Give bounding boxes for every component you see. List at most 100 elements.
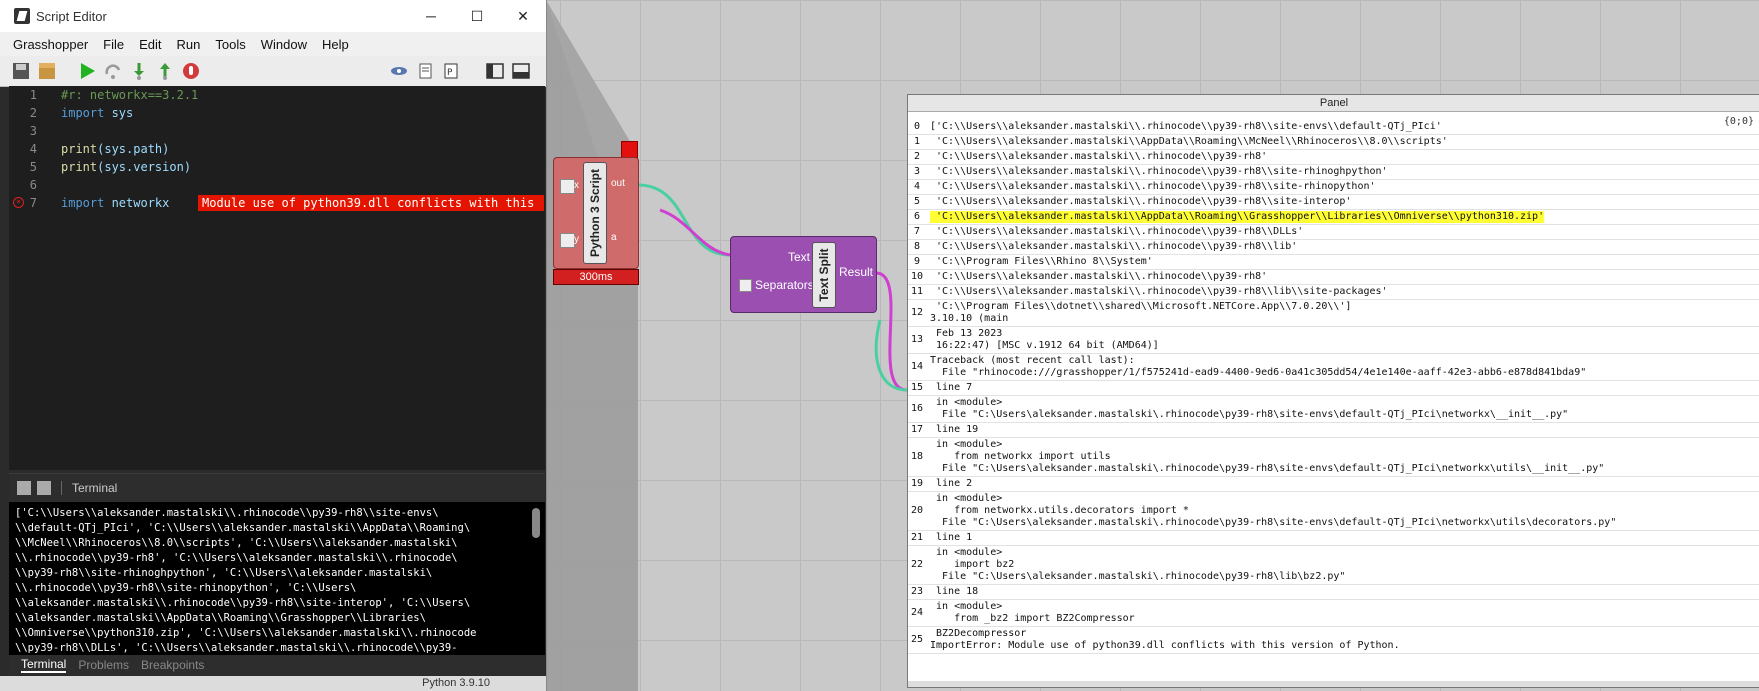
terminal-output[interactable]: ['C:\\Users\\aleksander.mastalski\\.rhin… (9, 502, 545, 655)
component-nickname: Python 3 Script (583, 162, 607, 264)
panel-row-index: 16 (910, 403, 924, 414)
panel-row-index: 18 (910, 451, 924, 462)
panel-data-path: {0;0} (1723, 116, 1754, 127)
menu-file[interactable]: File (103, 36, 125, 52)
output-out-label: out (611, 178, 625, 189)
panel-row-index: 14 (910, 361, 924, 372)
panel-row: 15 line 7 (908, 381, 1759, 396)
panel-row: 11 'C:\\Users\\aleksander.mastalski\\.rh… (908, 285, 1759, 300)
tab-problems[interactable]: Problems (78, 658, 130, 672)
input-x-port[interactable] (560, 179, 575, 194)
step-into-icon[interactable] (128, 60, 150, 82)
tab-breakpoints[interactable]: Breakpoints (141, 658, 205, 672)
close-button[interactable]: ✕ (517, 7, 529, 24)
warning-flag[interactable] (621, 141, 638, 158)
menu-run[interactable]: Run (176, 36, 201, 52)
bottom-tabs: Terminal Problems Breakpoints (9, 655, 545, 675)
title-bar[interactable]: Script Editor ─ ☐ ✕ (0, 0, 546, 32)
panel-row: 1 'C:\\Users\\aleksander.mastalski\\AppD… (908, 135, 1759, 150)
panel-row-text: in <module> import bz2 File "C:\Users\al… (936, 547, 1346, 582)
line-number: 6 (29, 178, 37, 192)
menu-edit[interactable]: Edit (139, 36, 162, 52)
component-nickname: Text Split (812, 242, 836, 308)
panel-row: 13 Feb 13 2023 16:22:47) [MSC v.1912 64 … (908, 327, 1759, 354)
inline-error-message: Module use of python39.dll conflicts wit… (198, 195, 544, 211)
menu-bar: Grasshopper File Edit Run Tools Window H… (0, 32, 546, 56)
panel-row: 24 in <module> from _bz2 import BZ2Compr… (908, 600, 1759, 627)
terminal-scrollbar[interactable] (532, 508, 540, 538)
window-title: Script Editor (36, 8, 107, 24)
terminal-header: Terminal (9, 473, 545, 502)
step-out-icon[interactable] (154, 60, 176, 82)
panel-row-text: line 1 (930, 532, 973, 543)
panel-row: 7 'C:\\Users\\aleksander.mastalski\\.rhi… (908, 225, 1759, 240)
panel-row-index: 10 (910, 271, 924, 282)
toolbar: P (0, 56, 546, 87)
panel-row: 5 'C:\\Users\\aleksander.mastalski\\.rhi… (908, 195, 1759, 210)
split-horizontal-icon[interactable] (510, 60, 532, 82)
panel-row-index: 21 (910, 532, 924, 543)
save-icon[interactable] (10, 60, 32, 82)
panel-row-index: 9 (913, 256, 921, 267)
panel-scrollbar[interactable] (908, 681, 1759, 687)
panel-row-text: in <module> from _bz2 import BZ2Compress… (936, 601, 1135, 624)
error-icon[interactable]: × (13, 197, 24, 208)
split-vertical-icon[interactable] (484, 60, 506, 82)
panel-row-text: in <module> from networkx.utils.decorato… (936, 493, 1617, 528)
panel-row: 0['C:\\Users\\aleksander.mastalski\\.rhi… (908, 120, 1759, 135)
panel-row-text: 'C:\\Users\\aleksander.mastalski\\.rhino… (930, 241, 1298, 252)
panel-row-text: ['C:\\Users\\aleksander.mastalski\\.rhin… (930, 121, 1442, 132)
minimize-button[interactable]: ─ (426, 8, 436, 24)
toolbar-separator (466, 60, 480, 82)
menu-grasshopper[interactable]: Grasshopper (13, 36, 89, 52)
run-icon[interactable] (76, 60, 98, 82)
panel-row-index: 1 (913, 136, 921, 147)
panel-row-index: 4 (913, 181, 921, 192)
panel-row: 21 line 1 (908, 531, 1759, 546)
code-text: import sys (61, 106, 134, 120)
copy-icon[interactable] (17, 481, 31, 495)
line-number: 1 (29, 88, 37, 102)
stop-icon[interactable] (180, 60, 202, 82)
panel-row-index: 24 (910, 607, 924, 618)
panel-row-text: 'C:\\Users\\aleksander.mastalski\\AppDat… (930, 136, 1448, 147)
runtime-badge: 300ms (553, 269, 639, 285)
line-number: 7 (29, 196, 37, 210)
panel-row-text: line 2 (930, 478, 973, 489)
separators-port[interactable] (739, 279, 752, 292)
package-icon[interactable] (36, 60, 58, 82)
terminal-title: Terminal (72, 481, 118, 495)
document-list-icon[interactable] (414, 60, 436, 82)
step-over-icon[interactable] (102, 60, 124, 82)
tab-terminal[interactable]: Terminal (21, 657, 67, 673)
panel-row-text: line 19 (930, 424, 979, 435)
menu-tools[interactable]: Tools (215, 36, 246, 52)
panel-row: 23 line 18 (908, 585, 1759, 600)
python3-script-component[interactable]: x y Python 3 Script out a (553, 157, 639, 269)
panel-row: 25 BZ2Decompressor ImportError: Module u… (908, 627, 1759, 654)
code-line[interactable]: 6 (9, 176, 545, 194)
input-y-label: y (574, 234, 579, 245)
text-split-component[interactable]: Text Separators Text Split Result (730, 236, 877, 313)
input-y-port[interactable] (560, 233, 575, 248)
panel-component[interactable]: Panel {0;0} 0['C:\\Users\\aleksander.mas… (907, 94, 1759, 688)
script-document-icon[interactable]: P (440, 60, 462, 82)
panel-row-text: line 18 (930, 586, 979, 597)
eye-icon[interactable] (388, 60, 410, 82)
code-line[interactable]: 3 (9, 122, 545, 140)
menu-help[interactable]: Help (321, 36, 349, 52)
menu-window[interactable]: Window (260, 36, 307, 52)
panel-row-text: 'C:\\Users\\aleksander.mastalski\\.rhino… (930, 181, 1376, 192)
code-line[interactable]: 1#r: networkx==3.2.1 (9, 86, 545, 104)
panel-row-index: 3 (913, 166, 921, 177)
panel-row: 19 line 2 (908, 477, 1759, 492)
trash-icon[interactable] (37, 481, 51, 495)
wire-result-to-panel (875, 271, 908, 392)
maximize-button[interactable]: ☐ (470, 7, 484, 24)
